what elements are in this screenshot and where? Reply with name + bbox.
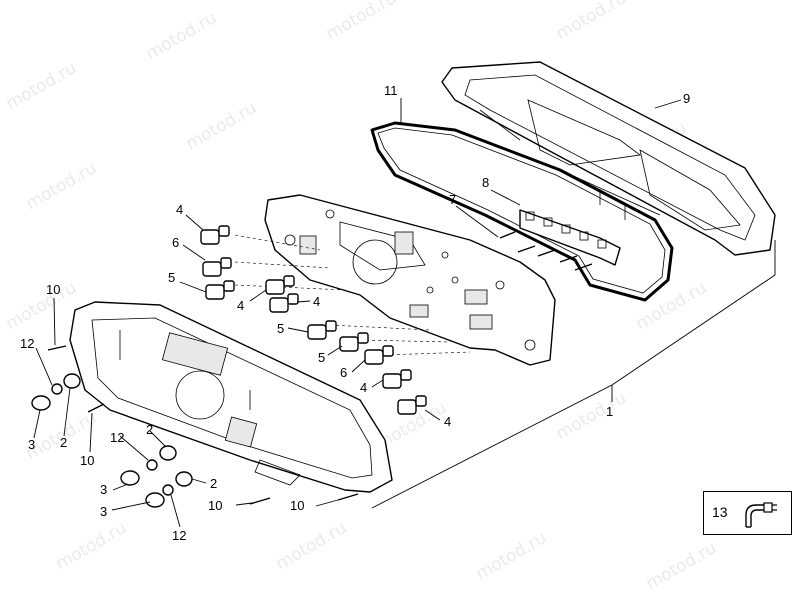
bulb-holder bbox=[307, 320, 337, 340]
part-long-screws bbox=[47, 345, 359, 505]
callout-12: 12 bbox=[172, 528, 186, 543]
callout-labels: 11 9 8 7 1 4 6 5 4 4 5 5 6 4 4 10 12 3 2… bbox=[20, 83, 690, 543]
callout-9: 9 bbox=[683, 91, 690, 106]
callout-10: 10 bbox=[290, 498, 304, 513]
alignment-lines bbox=[234, 234, 471, 356]
watermark: motod.ru bbox=[143, 8, 221, 64]
part-small-screws bbox=[499, 231, 593, 271]
callout-5: 5 bbox=[318, 350, 325, 365]
callout-5: 5 bbox=[277, 321, 284, 336]
callout-2: 2 bbox=[146, 422, 153, 437]
watermark: motod.ru bbox=[273, 518, 351, 574]
callout-4: 4 bbox=[360, 380, 367, 395]
bulb-holder bbox=[205, 280, 235, 300]
watermark: motod.ru bbox=[323, 0, 401, 44]
watermark: motod.ru bbox=[53, 518, 131, 574]
bulb-holder bbox=[397, 395, 427, 415]
part-gasket bbox=[370, 121, 674, 302]
callout-4: 4 bbox=[176, 202, 183, 217]
connector-plug-icon bbox=[745, 502, 777, 528]
part-lower-housing bbox=[69, 301, 393, 493]
bulb-holder bbox=[339, 332, 369, 352]
bulb-holder bbox=[200, 225, 230, 245]
callout-4: 4 bbox=[237, 298, 244, 313]
callout-1: 1 bbox=[606, 404, 613, 419]
part-indicator-strip bbox=[519, 209, 621, 266]
leader-lines bbox=[33, 98, 682, 528]
watermark-layer: motod.ru motod.ru motod.ru motod.ru moto… bbox=[3, 0, 721, 594]
part-knobs-washers bbox=[31, 373, 193, 508]
callout-11: 11 bbox=[384, 83, 398, 98]
callout-12: 12 bbox=[20, 336, 34, 351]
legend-part-13: 13 bbox=[703, 491, 792, 535]
callout-4: 4 bbox=[444, 414, 451, 429]
watermark: motod.ru bbox=[23, 158, 101, 214]
callout-5: 5 bbox=[168, 270, 175, 285]
callout-3: 3 bbox=[100, 504, 107, 519]
callout-2: 2 bbox=[210, 476, 217, 491]
callout-10: 10 bbox=[80, 453, 94, 468]
part-top-cover bbox=[441, 61, 776, 256]
part-circuit-board bbox=[264, 194, 556, 366]
assembly-bracket bbox=[371, 240, 776, 509]
callout-3: 3 bbox=[100, 482, 107, 497]
callout-7: 7 bbox=[449, 192, 456, 207]
callout-4: 4 bbox=[313, 294, 320, 309]
callout-6: 6 bbox=[172, 235, 179, 250]
callout-10: 10 bbox=[46, 282, 60, 297]
callout-6: 6 bbox=[340, 365, 347, 380]
callout-8: 8 bbox=[482, 175, 489, 190]
bulb-holder bbox=[265, 275, 295, 295]
bulb-holder bbox=[269, 293, 299, 313]
watermark: motod.ru bbox=[553, 0, 631, 44]
bulb-holder bbox=[364, 345, 394, 365]
callout-12: 12 bbox=[110, 430, 124, 445]
callout-3: 3 bbox=[28, 437, 35, 452]
legend-label: 13 bbox=[712, 504, 728, 520]
watermark: motod.ru bbox=[473, 528, 551, 584]
bulb-holder bbox=[202, 257, 232, 277]
watermark: motod.ru bbox=[3, 58, 81, 114]
watermark: motod.ru bbox=[553, 388, 631, 444]
watermark: motod.ru bbox=[183, 98, 261, 154]
bulb-holders bbox=[200, 225, 427, 415]
callout-10: 10 bbox=[208, 498, 222, 513]
watermark: motod.ru bbox=[633, 278, 711, 334]
watermark: motod.ru bbox=[3, 278, 81, 334]
bulb-holder bbox=[382, 369, 412, 389]
watermark: motod.ru bbox=[643, 538, 721, 594]
callout-2: 2 bbox=[60, 435, 67, 450]
